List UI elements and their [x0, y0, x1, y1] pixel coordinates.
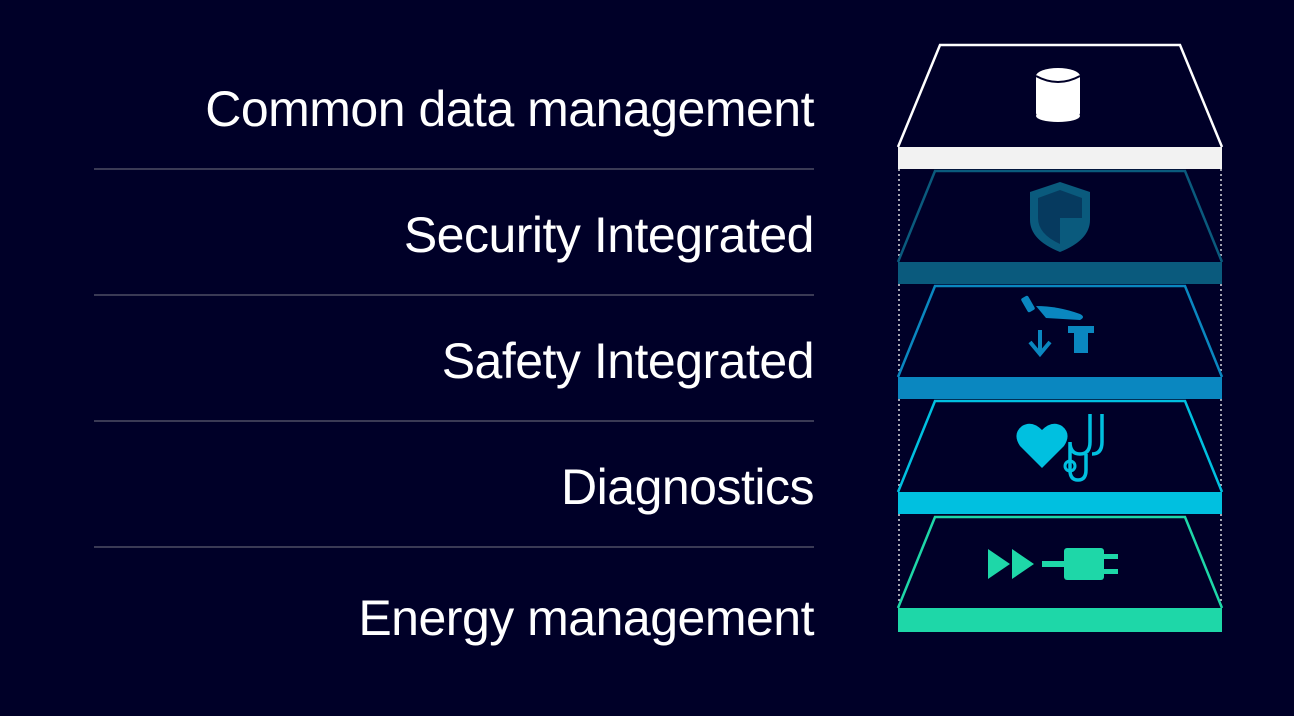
layer-labels: Common data management Security Integrat… [94, 44, 815, 672]
layer-label-security-integrated: Security Integrated [403, 207, 815, 263]
layer-row: Security Integrated [94, 170, 815, 296]
layer-row: Energy management [94, 548, 814, 672]
layer-row: Diagnostics [94, 422, 814, 548]
layer-security-integrated [896, 169, 1224, 284]
layer-row: Safety Integrated [94, 296, 815, 422]
layer-common-data-management [896, 43, 1224, 169]
fast-forward-plug-icon [988, 548, 1118, 580]
layer-energy-management [896, 515, 1224, 632]
layer-label-safety-integrated: Safety Integrated [441, 333, 815, 389]
shield-icon [1030, 182, 1090, 252]
layer-label-common-data-management: Common data management [205, 81, 814, 137]
layer-label-energy-management: Energy management [358, 590, 814, 646]
database-icon [1035, 68, 1081, 122]
layer-stack-diagram [896, 43, 1224, 632]
layer-label-diagnostics: Diagnostics [561, 459, 814, 515]
heart-stethoscope-icon [1016, 414, 1104, 482]
layer-diagnostics [896, 399, 1224, 514]
safety-hand-icon [1021, 295, 1094, 358]
layer-safety-integrated [896, 284, 1224, 399]
layer-row: Common data management [94, 44, 814, 170]
